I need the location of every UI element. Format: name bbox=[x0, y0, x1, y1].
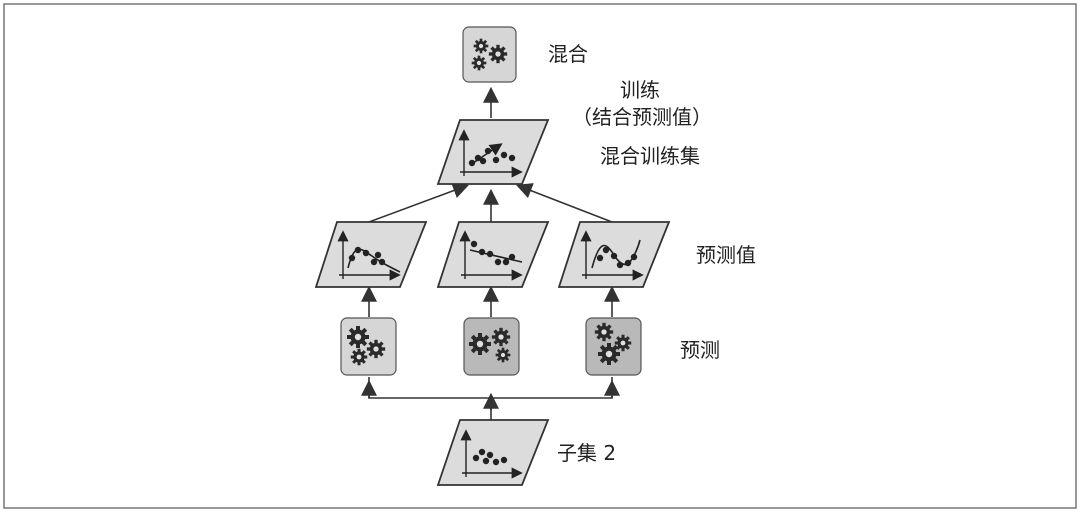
blender-label: 混合 bbox=[548, 42, 588, 66]
gear-icon bbox=[366, 339, 386, 359]
gear-icon bbox=[495, 347, 511, 363]
prediction-arrows bbox=[361, 285, 620, 317]
gear-icon bbox=[491, 327, 511, 347]
gear-icon bbox=[471, 55, 487, 71]
blend-set-label: 混合训练集 bbox=[600, 144, 700, 168]
gear-icon bbox=[350, 348, 368, 366]
predictor-box-2 bbox=[463, 317, 520, 376]
gear-icon bbox=[473, 38, 489, 54]
predict-label: 预测 bbox=[680, 338, 720, 362]
gear-icon bbox=[488, 44, 508, 64]
train-label-line1: 训练 bbox=[620, 78, 660, 102]
gear-icon bbox=[469, 333, 491, 355]
blender-box bbox=[462, 26, 517, 83]
blend-training-set-plot bbox=[436, 119, 550, 185]
train-label-line2: （结合预测值） bbox=[572, 105, 712, 129]
gear-icon bbox=[614, 334, 632, 352]
gear-icon bbox=[347, 326, 369, 348]
predictor-box-3 bbox=[585, 317, 642, 376]
gear-icon bbox=[598, 343, 620, 365]
blend-arrows bbox=[368, 182, 613, 223]
prediction-plot-2 bbox=[436, 221, 550, 288]
subset-label: 子集 2 bbox=[557, 441, 617, 465]
outer-frame bbox=[3, 3, 1077, 509]
subset-connectors bbox=[361, 377, 620, 420]
prediction-plot-1 bbox=[314, 221, 428, 288]
predictor-box-1 bbox=[340, 317, 397, 376]
gear-icon bbox=[594, 322, 614, 342]
prediction-plot-3 bbox=[557, 221, 671, 288]
predictions-label: 预测值 bbox=[696, 243, 756, 267]
subset-plot bbox=[436, 419, 550, 486]
